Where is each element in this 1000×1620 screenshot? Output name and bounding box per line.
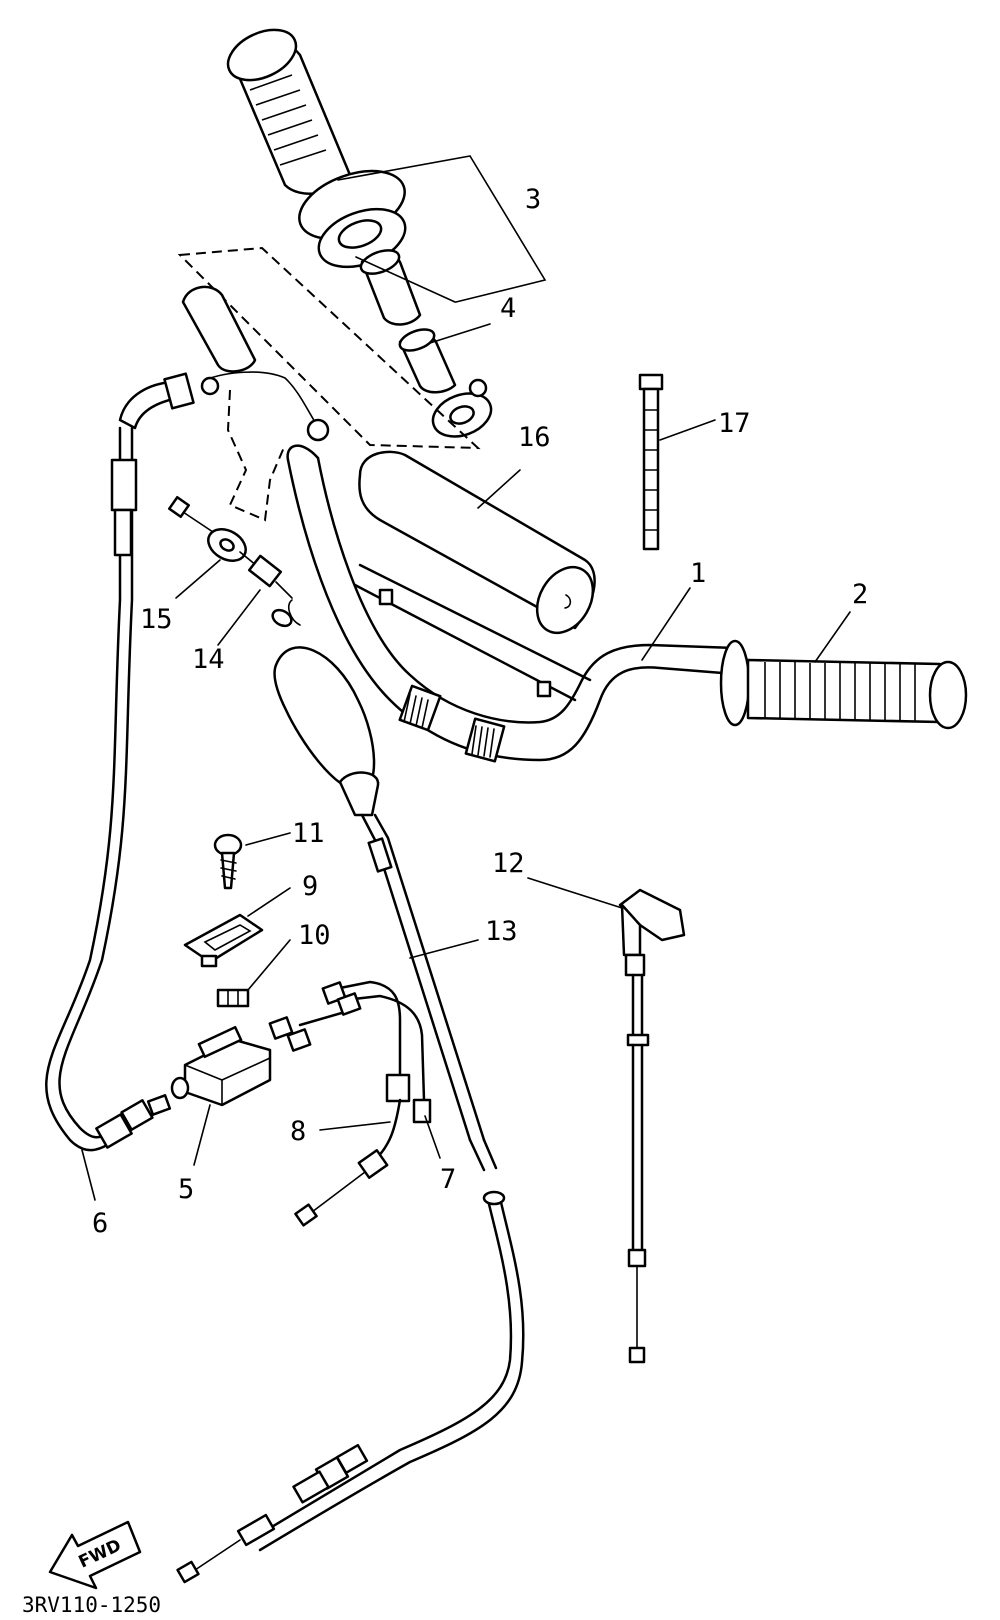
callout-15: 15 — [140, 604, 173, 635]
callout-13: 13 — [485, 916, 518, 947]
right-grip — [719, 639, 968, 730]
cable-adjuster — [168, 496, 293, 599]
leader-lines — [81, 155, 851, 1201]
forward-direction-arrow: FWD — [48, 1520, 142, 1590]
callout-5: 5 — [178, 1174, 194, 1205]
handlebar — [286, 444, 737, 763]
bracket-plate — [183, 913, 264, 968]
callout-16: 16 — [518, 422, 551, 453]
throttle-sleeve — [359, 249, 493, 438]
throttle-cable — [45, 372, 195, 1152]
left-grip — [226, 28, 407, 269]
cable-band — [638, 373, 664, 551]
callout-2: 2 — [852, 579, 868, 610]
starter-lever — [618, 888, 686, 1364]
handlebar-knurl-right — [464, 717, 506, 763]
callout-11: 11 — [292, 818, 325, 849]
callout-7: 7 — [440, 1164, 456, 1195]
throttle-housing — [177, 246, 481, 522]
clutch-cable — [176, 599, 525, 1584]
callout-labels: 1 2 3 4 5 6 7 8 9 10 11 12 13 14 15 16 1… — [92, 184, 868, 1239]
callout-3: 3 — [525, 184, 541, 215]
callout-8: 8 — [290, 1116, 306, 1147]
callout-14: 14 — [192, 644, 225, 675]
diagram-code: 3RV110-1250 — [22, 1593, 161, 1617]
callout-17: 17 — [718, 408, 751, 439]
callout-4: 4 — [500, 293, 516, 324]
handlebar-pad — [358, 450, 596, 635]
callout-9: 9 — [302, 871, 318, 902]
switch-leads — [268, 980, 432, 1227]
callout-10: 10 — [298, 920, 331, 951]
handlebar-knurl-left — [398, 684, 442, 732]
callout-1: 1 — [690, 558, 706, 589]
clip — [216, 988, 250, 1008]
screw — [213, 833, 243, 890]
switch-body — [146, 1025, 272, 1116]
callout-12: 12 — [492, 848, 525, 879]
callout-6: 6 — [92, 1208, 108, 1239]
